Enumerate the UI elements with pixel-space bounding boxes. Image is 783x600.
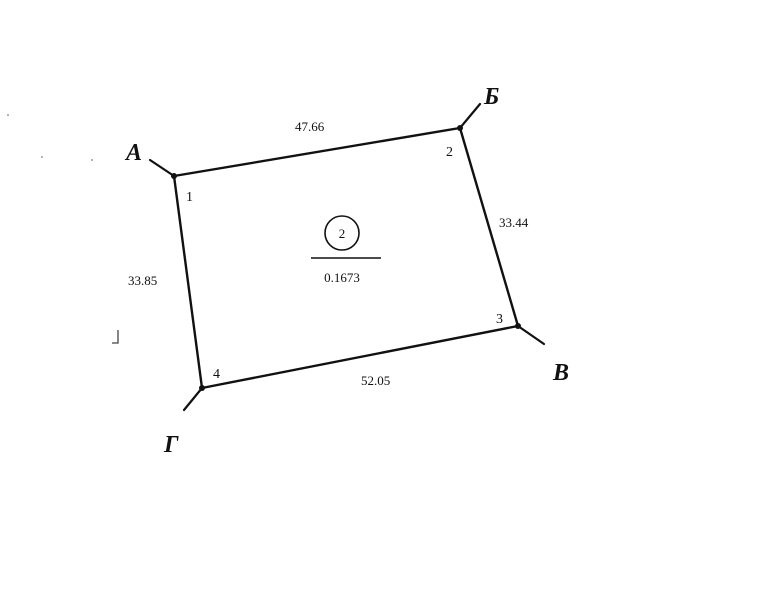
vertex-dot-1 (171, 173, 177, 179)
side-length-bottom: 52.05 (361, 373, 390, 388)
scan-speck (7, 114, 9, 116)
parcel-number-circle (324, 215, 360, 251)
boundary-edge-1-2 (172, 126, 462, 178)
boundary-edge-4-1 (172, 174, 204, 390)
vertex-number-2: 2 (446, 145, 453, 160)
parcel-number: 2 (339, 226, 346, 241)
vertex-number-3: 3 (496, 312, 503, 327)
corner-label-g: Г (163, 432, 179, 458)
tick-b (458, 102, 482, 130)
side-length-right: 33.44 (499, 215, 529, 230)
boundary-edge-2-3 (458, 126, 520, 328)
vertex-dot-3 (515, 323, 521, 329)
tick-v (516, 324, 546, 346)
margin-mark (112, 330, 119, 344)
vertex-number-4: 4 (213, 367, 220, 382)
vertex-dot-2 (457, 125, 463, 131)
corner-label-a: А (124, 140, 142, 166)
corner-label-v: В (552, 360, 569, 386)
side-length-left: 33.85 (128, 273, 157, 288)
corner-label-b: Б (483, 84, 499, 110)
scan-speck (41, 156, 43, 158)
vertex-number-1: 1 (186, 190, 193, 205)
tick-a (148, 158, 176, 178)
boundary-edge-3-4 (200, 324, 520, 390)
side-length-top: 47.66 (295, 119, 325, 134)
scan-speck (91, 159, 93, 161)
parcel-area: 0.1673 (324, 270, 360, 285)
vertex-dot-4 (199, 385, 205, 391)
tick-g (182, 386, 204, 412)
